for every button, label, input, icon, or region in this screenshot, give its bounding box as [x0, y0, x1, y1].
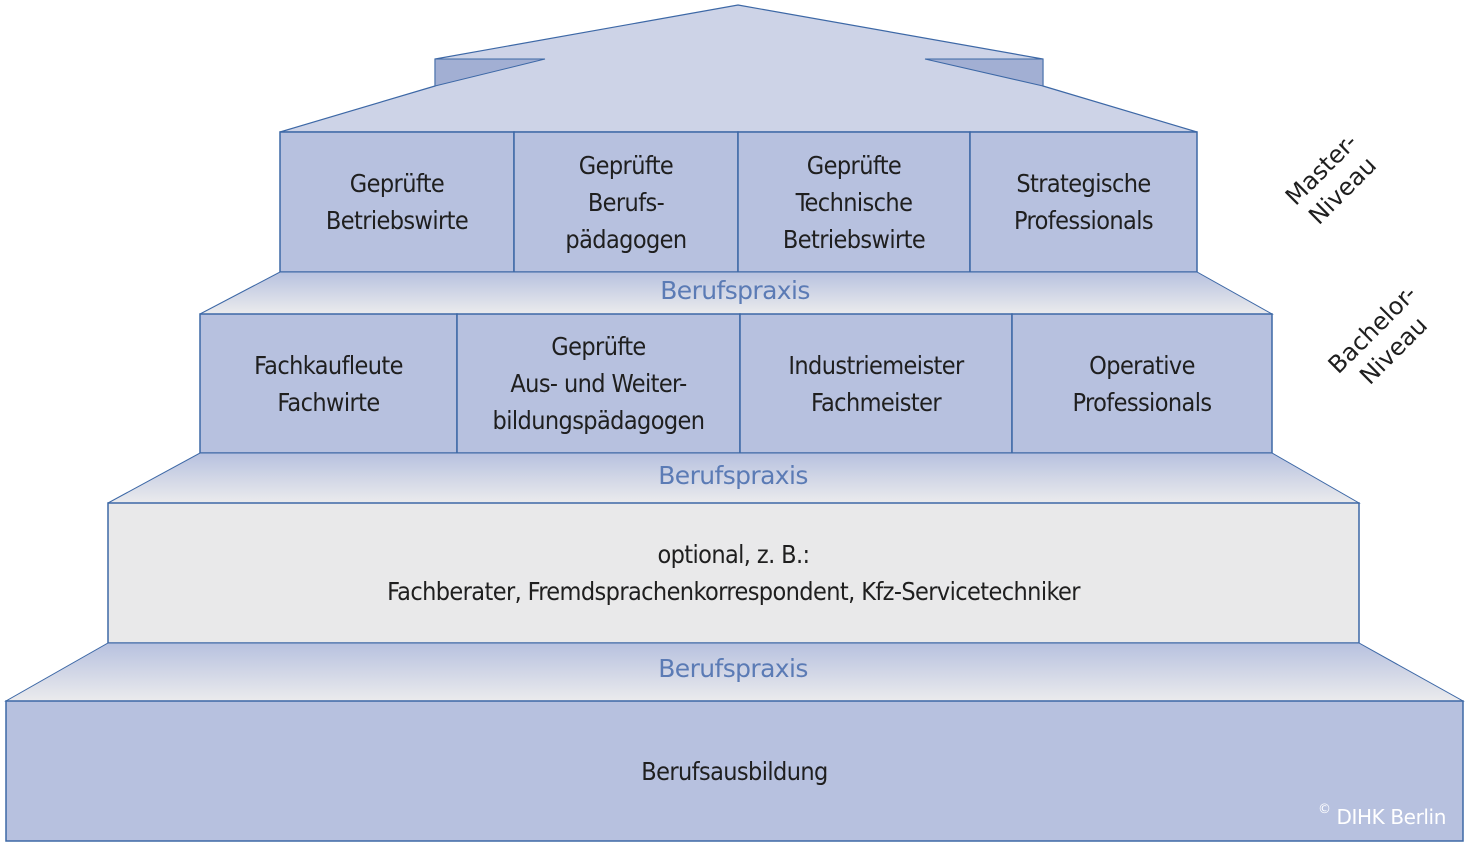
text-line: Operative — [1089, 350, 1195, 380]
middle-box-4-text: Operative Professionals — [1012, 314, 1272, 453]
middle-box-2-text: Geprüfte Aus- und Weiter- bildungspädago… — [457, 314, 740, 453]
text-line: Strategische — [1016, 169, 1151, 198]
base-box-text: Berufsausbildung — [6, 701, 1463, 841]
text-line: Betriebswirte — [782, 224, 926, 254]
text-line: Professionals — [1072, 387, 1213, 417]
text-line: Professionals — [1014, 206, 1154, 235]
roof-arrow — [279, 4, 1198, 133]
optional-box-text: optional, z. B.: Fachberater, Fremdsprac… — [108, 503, 1359, 643]
top-box-2-text: Geprüfte Berufs- pädagogen — [514, 132, 738, 272]
middle-box-1-text: Fachkaufleute Fachwirte — [200, 314, 457, 453]
text-line: Geprüfte — [551, 332, 646, 361]
optional-box — [107, 502, 1360, 644]
top-box-4 — [969, 131, 1198, 273]
text-line: bildungspädagogen — [492, 406, 706, 435]
middle-box-3-text: Industriemeister Fachmeister — [740, 314, 1012, 453]
text-line: Betriebswirte — [325, 206, 469, 235]
copyright-text: DIHK Berlin — [1336, 805, 1447, 829]
text-line: Fachberater, Fremdsprachenkorrespondent,… — [387, 577, 1080, 606]
text-line: Berufs- — [587, 187, 665, 217]
top-box-3-text: Geprüfte Technische Betriebswirte — [738, 132, 970, 272]
roof-left-notch — [434, 58, 546, 87]
text-line: Industriemeister — [788, 350, 964, 380]
text-line: Fachkaufleute — [254, 350, 403, 380]
top-row — [279, 131, 1198, 273]
middle-box-1 — [199, 313, 458, 454]
top-box-1-text: Geprüfte Betriebswirte — [280, 132, 514, 272]
middle-box-2 — [456, 313, 741, 454]
text-line: Technische — [795, 187, 913, 217]
middle-row — [199, 313, 1273, 454]
copyright-notice: © DIHK Berlin — [1317, 802, 1447, 829]
text-line: Geprüfte — [806, 150, 902, 180]
copyright-symbol: © — [1317, 802, 1331, 818]
roof-right-notch — [924, 58, 1044, 87]
praxis-label-1: Berufspraxis — [660, 276, 810, 305]
text-line: Fachwirte — [277, 387, 380, 417]
top-box-3 — [737, 131, 971, 273]
text-line: optional, z. B.: — [657, 540, 810, 569]
praxis-label-2: Berufspraxis — [658, 461, 808, 490]
praxis-label-3: Berufspraxis — [658, 654, 808, 683]
top-box-4-text: Strategische Professionals — [970, 132, 1197, 272]
text-line: Aus- und Weiter- — [510, 369, 687, 398]
text-line: pädagogen — [565, 224, 687, 254]
text-line: Geprüfte — [349, 169, 445, 198]
text-line: Fachmeister — [810, 387, 942, 417]
text-line: Geprüfte — [578, 150, 674, 180]
base-box — [5, 700, 1464, 842]
top-box-2 — [513, 131, 739, 273]
base-label: Berufsausbildung — [641, 756, 828, 786]
middle-box-4 — [1011, 313, 1273, 454]
